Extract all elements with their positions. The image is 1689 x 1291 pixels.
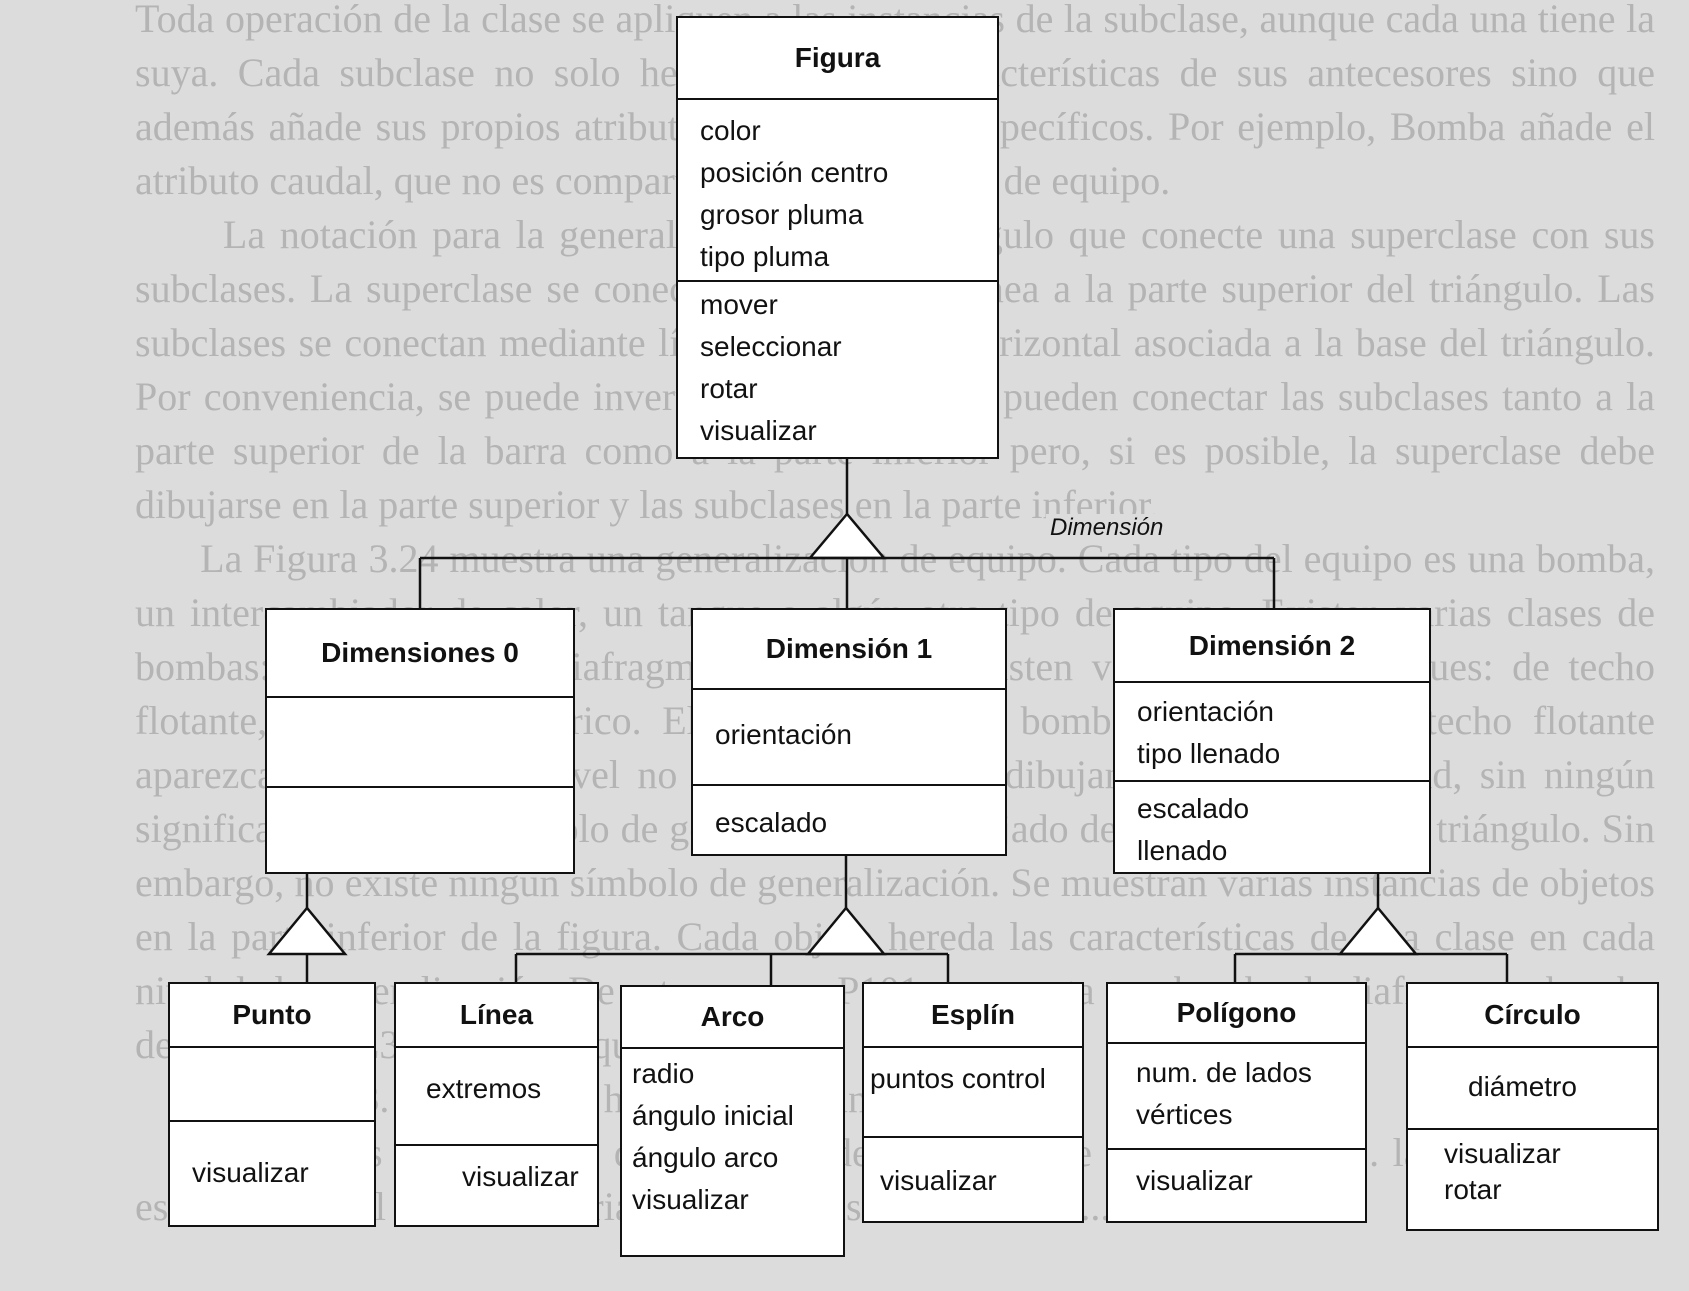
class-punto-name: Punto [232,999,312,1030]
class-dimensiones-0: Dimensiones 0 [265,608,575,874]
class-esplin-attributes: puntos control [864,1046,1082,1136]
attribute: ángulo arco [632,1142,779,1173]
class-poligono-attributes: num. de lados vértices [1108,1042,1365,1148]
figura-generalization-triangle [807,512,887,560]
class-figura-attributes: color posición centro grosor pluma tipo … [678,98,997,280]
class-linea-operations: visualizar [396,1144,597,1225]
class-dimension-1: Dimensión 1 orientación escalado [691,608,1007,856]
attribute: grosor pluma [700,199,864,230]
class-arco: Arco radio ángulo inicial ángulo arco vi… [620,985,845,1257]
dim2-generalization-triangle [1337,906,1419,956]
attribute: tipo pluma [700,241,830,272]
background-page-text: Toda operación de la clase se apliquen a… [135,0,1656,1229]
class-dim0-attributes [267,696,573,786]
attribute: vértices [1136,1099,1233,1130]
class-punto-operations: visualizar [170,1120,374,1225]
class-circulo-operations: visualizar rotar [1408,1128,1657,1229]
operation: visualizar [1136,1165,1253,1196]
class-dim2-operations: escalado llenado [1115,780,1429,872]
class-arco-name: Arco [700,1001,765,1032]
class-dim0-operations [267,786,573,872]
class-linea: Línea extremos visualizar [394,982,599,1227]
dim1-generalization-triangle [805,906,887,956]
class-punto: Punto visualizar [168,982,376,1227]
attribute: posición centro [700,157,889,188]
attribute: puntos control [870,1063,1046,1094]
class-figura-name: Figura [794,42,881,73]
attribute: orientación [715,719,852,750]
operation: visualizar [192,1157,309,1188]
class-linea-attributes: extremos [396,1046,597,1144]
class-dim1-attributes: orientación [693,688,1005,784]
class-circulo-attributes: diámetro [1408,1046,1657,1128]
operation: rotar [700,373,758,404]
attribute: color [700,115,761,146]
operation: llenado [1137,835,1228,866]
class-esplin-name: Esplín [930,999,1015,1030]
operation: visualizar [1444,1138,1561,1169]
class-circulo-name: Círculo [1484,999,1581,1030]
class-dim0-name: Dimensiones 0 [321,637,519,668]
class-dimension-2: Dimensión 2 orientación tipo llenado esc… [1113,608,1431,874]
operation: visualizar [700,415,817,446]
class-figura: Figura color posición centro grosor plum… [676,16,999,459]
class-poligono: Polígono num. de lados vértices visualiz… [1106,982,1367,1223]
attribute: orientación [1137,696,1274,728]
operation: visualizar [880,1165,997,1196]
class-poligono-name: Polígono [1176,997,1297,1028]
attribute: radio [632,1058,695,1089]
operation: rotar [1444,1174,1502,1205]
class-dim2-attributes: orientación tipo llenado [1115,681,1429,780]
operation: visualizar [462,1161,579,1192]
operation: escalado [1137,793,1250,824]
class-circulo: Círculo diámetro visualizar rotar [1406,982,1659,1231]
operation: mover [700,289,778,320]
attribute: ángulo inicial [632,1100,794,1131]
class-punto-attributes [170,1046,374,1120]
generalization-discriminator-label: Dimensión [1046,514,1168,542]
class-esplin-operations: visualizar [864,1136,1082,1221]
class-arco-attributes: radio ángulo inicial ángulo arco visuali… [622,1047,843,1255]
class-dim1-operations: escalado [693,784,1005,854]
operation: visualizar [632,1184,749,1215]
operation: seleccionar [700,331,842,362]
attribute: num. de lados [1136,1057,1312,1088]
attribute: extremos [426,1073,542,1104]
class-linea-name: Línea [459,999,534,1030]
class-poligono-operations: visualizar [1108,1148,1365,1221]
class-esplin: Esplín puntos control visualizar [862,982,1084,1223]
operation: escalado [715,807,828,838]
attribute: diámetro [1468,1071,1577,1102]
attribute: tipo llenado [1137,738,1281,770]
dim0-generalization-triangle [266,906,348,956]
class-dim1-name: Dimensión 1 [765,633,933,664]
class-dim2-name: Dimensión 2 [1188,629,1356,661]
class-figura-operations: mover seleccionar rotar visualizar [678,280,997,457]
